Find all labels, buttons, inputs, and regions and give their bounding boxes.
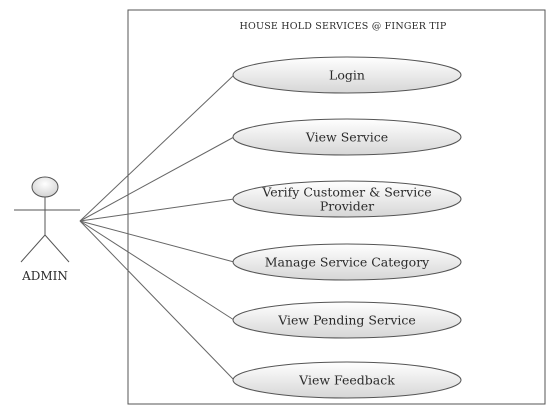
use-case-4: Manage Service Category — [232, 243, 462, 281]
association-line-2 — [79, 136, 235, 222]
use-case-label: Verify Customer & Service — [261, 185, 431, 200]
association-line-6 — [79, 220, 235, 381]
use-case-ellipse — [232, 56, 462, 94]
association-line-4 — [79, 220, 235, 263]
use-case-label: Manage Service Category — [265, 255, 430, 270]
use-case-label: View Pending Service — [277, 313, 416, 328]
use-case-label: View Feedback — [298, 373, 395, 388]
use-case-ellipse — [232, 118, 462, 156]
use-case-5: View Pending Service — [232, 301, 462, 339]
use-case-label: Login — [329, 68, 365, 83]
use-case-label: View Service — [305, 130, 388, 145]
association-line-5 — [79, 220, 235, 321]
actor-head — [31, 176, 59, 198]
system-title: HOUSE HOLD SERVICES @ FINGER TIP — [240, 21, 447, 32]
actor-admin: ADMIN — [14, 176, 80, 283]
association-line-3 — [79, 198, 235, 222]
use-case-ellipse — [232, 180, 462, 218]
use-case-ellipse — [232, 301, 462, 339]
use-case-label: Provider — [320, 199, 374, 214]
use-case-1: Login — [232, 56, 462, 94]
association-line-1 — [79, 74, 235, 222]
use-case-6: View Feedback — [232, 361, 462, 399]
actor-right-leg — [44, 234, 70, 263]
use-case-ellipse — [232, 243, 462, 281]
actor-label: ADMIN — [21, 269, 68, 283]
actor-left-leg — [20, 234, 46, 263]
use-case-2: View Service — [232, 118, 462, 156]
association-lines — [79, 74, 235, 381]
use-case-ellipse — [232, 361, 462, 399]
